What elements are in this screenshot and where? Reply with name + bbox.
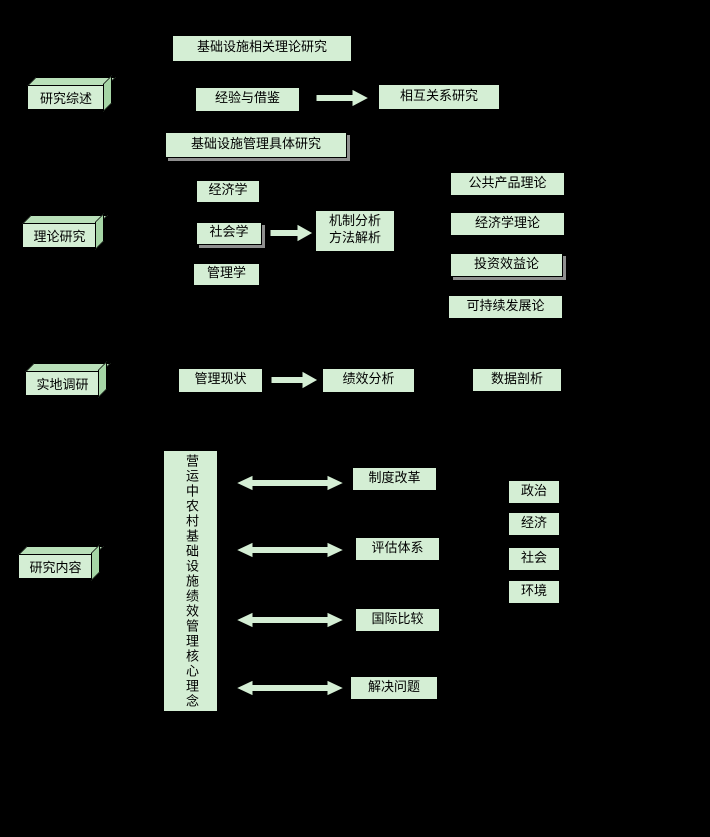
box-problem-solving: 解决问题 xyxy=(350,676,438,700)
arrow-right-icon xyxy=(271,370,319,390)
box-text: 经济学理论 xyxy=(474,215,540,231)
box-sustainable-development-theory: 可持续发展论 xyxy=(448,295,563,319)
box-text: 经验与借鉴 xyxy=(214,91,280,107)
arrow-double-icon xyxy=(235,541,345,559)
box-factor-politics: 政治 xyxy=(508,480,560,504)
box-text: 营运中农村基础设施绩效管理核心理念 xyxy=(183,453,198,709)
box-infrastructure-theory-research: 基础设施相关理论研究 xyxy=(172,35,352,62)
box-factor-environment: 环境 xyxy=(508,580,560,604)
box-text: 制度改革 xyxy=(368,470,421,486)
box-text: 政治 xyxy=(520,483,547,499)
box-text: 相互关系研究 xyxy=(399,88,478,104)
section-label-theoretical-research: 理论研究 xyxy=(22,222,97,248)
section-label-text: 实地调研 xyxy=(36,377,89,393)
box-text: 公共产品理论 xyxy=(468,175,547,191)
box-text-line1: 机制分析 xyxy=(328,214,381,230)
box-performance-analysis: 绩效分析 xyxy=(322,368,415,393)
box-text: 数据剖析 xyxy=(490,371,543,387)
arrow-right-icon xyxy=(316,88,370,108)
arrow-right-icon xyxy=(270,223,314,243)
box-text: 管理学 xyxy=(206,266,246,282)
box-experience-reference: 经验与借鉴 xyxy=(195,87,300,112)
box-text: 绩效分析 xyxy=(342,372,395,388)
box-text: 投资效益论 xyxy=(473,256,539,272)
arrow-double-icon xyxy=(235,474,345,492)
box-text: 评估体系 xyxy=(371,540,424,556)
box-text: 经济学 xyxy=(208,183,248,199)
box-evaluation-system: 评估体系 xyxy=(355,537,440,561)
box-factor-society: 社会 xyxy=(508,547,560,571)
box-text: 基础设施管理具体研究 xyxy=(190,136,321,152)
box-text: 国际比较 xyxy=(371,611,424,627)
box-core-concept-vertical: 营运中农村基础设施绩效管理核心理念 xyxy=(163,450,218,712)
box-text-line2: 方法解析 xyxy=(328,231,381,246)
arrow-double-icon xyxy=(235,679,345,697)
box-investment-benefit-theory: 投资效益论 xyxy=(450,253,563,277)
section-label-research-review: 研究综述 xyxy=(27,84,105,110)
box-economics-theory: 经济学理论 xyxy=(450,212,565,236)
box-management-status: 管理现状 xyxy=(178,368,263,393)
box-text: 社会 xyxy=(520,550,547,566)
box-infrastructure-management-specific-research: 基础设施管理具体研究 xyxy=(165,132,347,158)
arrow-double-icon xyxy=(235,611,345,629)
section-label-field-research: 实地调研 xyxy=(25,370,100,396)
box-text: 环境 xyxy=(520,583,547,599)
section-label-text: 研究内容 xyxy=(29,560,82,576)
box-management: 管理学 xyxy=(193,263,260,286)
box-text: 基础设施相关理论研究 xyxy=(196,40,327,56)
box-text: 可持续发展论 xyxy=(466,298,545,314)
section-label-research-content: 研究内容 xyxy=(18,553,93,579)
box-economics: 经济学 xyxy=(196,180,260,203)
box-text: 解决问题 xyxy=(367,679,420,695)
box-mutual-relationship-research: 相互关系研究 xyxy=(378,84,500,110)
box-international-comparison: 国际比较 xyxy=(355,608,440,632)
box-text: 管理现状 xyxy=(194,372,247,388)
box-mechanism-analysis-method: 机制分析 方法解析 xyxy=(315,210,395,252)
box-data-analysis: 数据剖析 xyxy=(472,368,562,392)
box-public-goods-theory: 公共产品理论 xyxy=(450,172,565,196)
section-label-text: 研究综述 xyxy=(39,91,92,107)
box-sociology: 社会学 xyxy=(196,222,262,245)
section-label-text: 理论研究 xyxy=(33,229,86,245)
box-factor-economy: 经济 xyxy=(508,512,560,536)
box-text: 社会学 xyxy=(209,225,249,241)
box-system-reform: 制度改革 xyxy=(352,467,437,491)
box-text: 经济 xyxy=(520,515,547,531)
